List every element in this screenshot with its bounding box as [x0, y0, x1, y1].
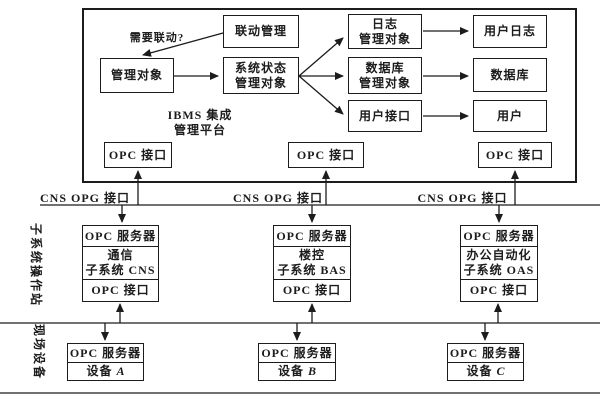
device-c-name: 设备 C [448, 362, 523, 380]
platform-opc-interface-1: OPC 接口 [104, 142, 172, 168]
database-label: 数据库 [490, 67, 530, 82]
system-status-line1: 系统状态 [234, 60, 287, 75]
platform-title-line2: 管理平台 [173, 123, 226, 137]
device-b-name: 设备 B [259, 362, 335, 380]
device-c-stack: OPC 服务器 设备 C [447, 343, 524, 381]
opc-interface-label: OPC 接口 [461, 279, 537, 301]
cns-opg-interface-label-3: CNS OPG 接口 [417, 191, 508, 205]
device-label: 设备 [466, 364, 493, 379]
opc-interface-label: OPC 接口 [274, 279, 350, 301]
opc-interface-label: OPC 接口 [296, 147, 356, 162]
opc-interface-label: OPC 接口 [485, 147, 545, 162]
arrow-sys-status-to-log-mgmt [298, 37, 344, 77]
opc-server-label: OPC 服务器 [463, 228, 535, 243]
subsystem-bas-stack: OPC 服务器 楼控 子系统 BAS OPC 接口 [273, 225, 351, 302]
device-id: B [308, 364, 317, 379]
device-label: 设备 [277, 364, 304, 379]
user-interface-label: 用户接口 [358, 108, 411, 123]
db-mgmt-line1: 数据库 [365, 60, 405, 75]
system-status-management-object-box: 系统状态 管理对象 [223, 57, 299, 94]
subsystem-name-line2: 子系统 BAS [277, 263, 347, 277]
device-b-stack: OPC 服务器 设备 B [258, 343, 336, 381]
management-object-box: 管理对象 [100, 58, 174, 93]
opc-server-label: OPC 服务器 [69, 345, 142, 360]
subsystem-name-line2: 子系统 CNS [85, 263, 156, 277]
ibms-platform-title: IBMS 集成 管理平台 [152, 108, 248, 138]
device-id: C [496, 364, 505, 379]
opc-interface-label: OPC 接口 [83, 279, 158, 301]
db-mgmt-line2: 管理对象 [358, 75, 411, 90]
device-a-name: 设备 A [68, 362, 143, 380]
opc-server-label: OPC 服务器 [449, 345, 522, 360]
database-management-object-box: 数据库 管理对象 [348, 57, 422, 94]
platform-title-line1: IBMS 集成 [167, 108, 233, 122]
subsystem-bas-name: 楼控 子系统 BAS [274, 246, 350, 279]
device-id: A [116, 364, 125, 379]
platform-opc-interface-3: OPC 接口 [478, 142, 552, 168]
user-box: 用户 [473, 100, 547, 132]
log-mgmt-line1: 日志 [371, 16, 398, 31]
system-status-line2: 管理对象 [234, 75, 287, 90]
user-label: 用户 [496, 108, 523, 123]
subsystem-cns-stack: OPC 服务器 通信 子系统 CNS OPC 接口 [82, 225, 159, 302]
subsystem-cns-name: 通信 子系统 CNS [83, 246, 158, 279]
user-interface-box: 用户接口 [348, 100, 422, 132]
subsystem-name-line2: 子系统 OAS [463, 263, 535, 277]
cns-opg-interface-label-1: CNS OPG 接口 [40, 191, 131, 205]
linkage-management-box: 联动管理 [223, 15, 299, 48]
log-management-object-box: 日志 管理对象 [348, 14, 422, 49]
device-a-stack: OPC 服务器 设备 A [67, 343, 144, 381]
platform-opc-interface-2: OPC 接口 [288, 142, 364, 168]
subsystem-name-line1: 通信 [107, 248, 134, 263]
subsystem-operation-station-label: 子系统操作站 [29, 222, 43, 307]
opc-interface-label: OPC 接口 [108, 147, 168, 162]
opc-server-label: OPC 服务器 [276, 228, 348, 243]
opc-server-label: OPC 服务器 [84, 228, 157, 243]
field-devices-label: 现场设备 [32, 323, 46, 380]
need-linkage-question: 需要联动? [129, 32, 185, 44]
management-object-label: 管理对象 [110, 68, 163, 83]
log-mgmt-line2: 管理对象 [358, 31, 411, 46]
database-box: 数据库 [473, 58, 547, 92]
user-log-label: 用户日志 [483, 24, 536, 39]
subsystem-oas-name: 办公自动化 子系统 OAS [461, 246, 537, 279]
arrow-sys-status-to-user-if [298, 75, 344, 115]
subsystem-name-line1: 办公自动化 [466, 248, 532, 263]
subsystem-oas-stack: OPC 服务器 办公自动化 子系统 OAS OPC 接口 [460, 225, 538, 302]
linkage-management-label: 联动管理 [234, 24, 287, 39]
device-label: 设备 [86, 364, 113, 379]
subsystem-name-line1: 楼控 [298, 248, 325, 263]
ibms-platform-frame [82, 8, 577, 183]
cns-opg-interface-label-2: CNS OPG 接口 [233, 191, 324, 205]
opc-server-label: OPC 服务器 [261, 345, 333, 360]
arrow-linkage-to-mgmt-object [142, 32, 224, 57]
user-log-box: 用户日志 [473, 15, 547, 48]
